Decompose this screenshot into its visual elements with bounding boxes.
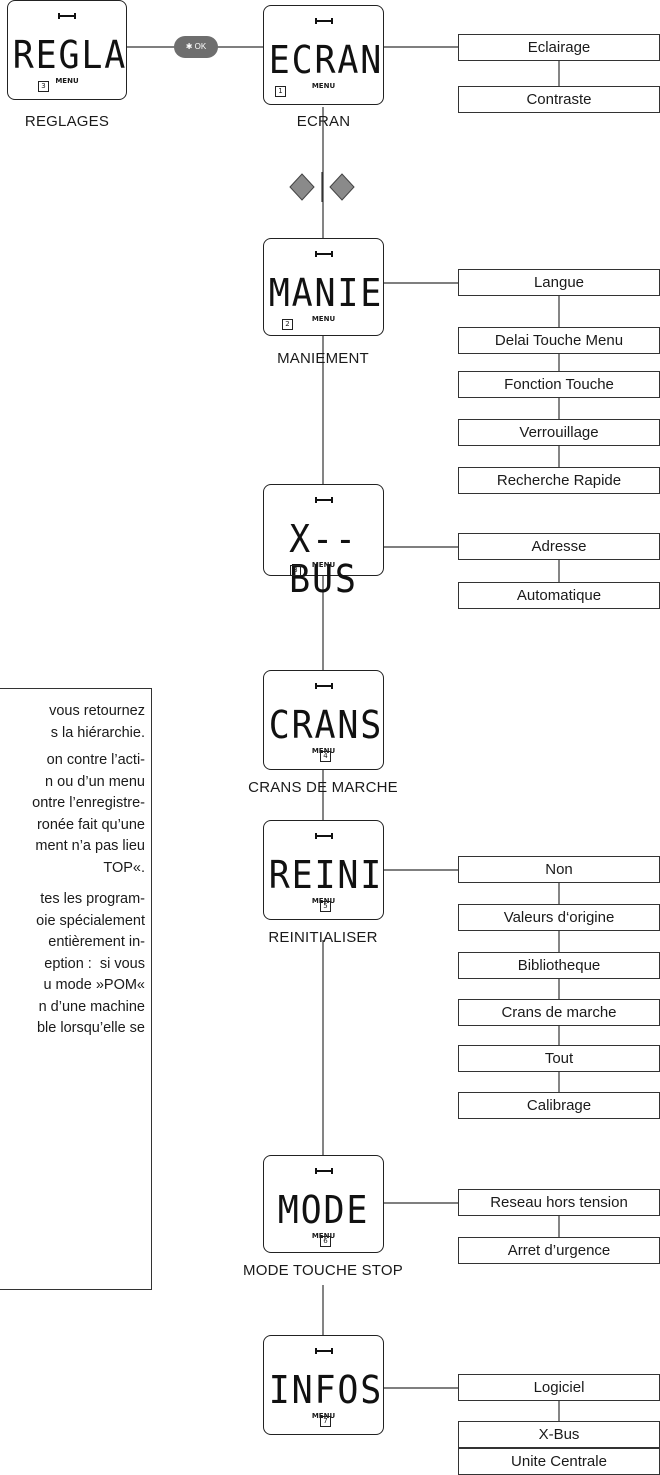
lcd-display-text: ECRAN [268,38,384,82]
lcd-screen-manie: MANIE MENU 2 [263,238,384,336]
option-eclairage[interactable]: Eclairage [458,34,660,61]
lcd-screen-crans: CRANS MENU 4 [263,670,384,770]
option-bibliotheque[interactable]: Bibliotheque [458,952,660,979]
note-paragraph-2: on contre l’acti- n ou d’un menu ontre l… [32,752,145,876]
lcd-menu-label: MENU [311,82,336,90]
wrench-icon [314,833,333,839]
lcd-menu-number: 6 [320,1236,331,1247]
lcd-menu-number: 2 [282,319,293,330]
wrench-icon [314,683,333,689]
lcd-display-text: REINI [268,853,384,897]
option-logiciel[interactable]: Logiciel [458,1374,660,1401]
caption-manie: MANIEMENT [277,350,369,367]
arrow-right-icon [329,173,355,201]
option-langue[interactable]: Langue [458,269,660,296]
option-unite-centrale[interactable]: Unite Centrale [458,1448,660,1475]
caption-mode: MODE TOUCHE STOP [243,1262,403,1279]
lcd-screen-infos: INFOS MENU 7 [263,1335,384,1435]
lcd-menu-number: 3 [38,81,49,92]
lcd-screen-xbus: X--BUS MENU 3 [263,484,384,599]
lcd-menu-number: 3 [290,565,301,576]
lcd-display-text: INFOS [268,1368,384,1412]
arrow-left-icon [289,173,315,201]
caption-ecran: ECRAN [296,113,351,130]
caption-crans: CRANS DE MARCHE [248,779,398,796]
lcd-screen-regla: REGLA MENU 3 [7,0,127,100]
option-delai-touche-menu[interactable]: Delai Touche Menu [458,327,660,354]
navigation-arrows [289,172,355,202]
caption-regla: REGLAGES [24,113,110,130]
option-tout[interactable]: Tout [458,1045,660,1072]
wrench-icon [314,251,333,257]
lcd-display-text: MANIE [268,271,384,315]
wrench-icon [314,1348,333,1354]
option-fonction-touche[interactable]: Fonction Touche [458,371,660,398]
option-reseau-hors-tension[interactable]: Reseau hors tension [458,1189,660,1216]
caption-reini: REINITIALISER [268,929,378,946]
lcd-menu-number: 1 [275,86,286,97]
note-paragraph-1: vous retournez s la hiérarchie. [49,703,145,741]
lcd-menu-number: 7 [320,1416,331,1427]
note-box: vous retournez s la hiérarchie. on contr… [0,688,152,1290]
ok-button[interactable]: ✱ OK [174,36,218,58]
lcd-screen-reini: REINI MENU 5 [263,820,384,920]
option-recherche-rapide[interactable]: Recherche Rapide [458,467,660,494]
wrench-icon [314,1168,333,1174]
option-verrouillage[interactable]: Verrouillage [458,419,660,446]
lcd-menu-label: MENU [311,561,336,569]
lcd-screen-ecran: ECRAN MENU 1 [263,5,384,105]
lcd-menu-label: MENU [55,77,79,85]
option-x-bus[interactable]: X-Bus [458,1421,660,1448]
wrench-icon [314,18,333,24]
lcd-display-text: X--BUS [289,517,358,601]
note-paragraph-3: tes les program- oie spécialement entièr… [36,891,145,1036]
lcd-display-text: CRANS [268,703,384,747]
option-automatique[interactable]: Automatique [458,582,660,609]
option-adresse[interactable]: Adresse [458,533,660,560]
option-calibrage[interactable]: Calibrage [458,1092,660,1119]
lcd-display-text: MODE [277,1188,370,1232]
ok-button-label: ✱ OK [185,42,207,51]
lcd-menu-label: MENU [311,315,336,323]
option-contraste[interactable]: Contraste [458,86,660,113]
wrench-icon [58,13,76,19]
option-valeurs-origine[interactable]: Valeurs d‘origine [458,904,660,931]
lcd-screen-mode: MODE MENU 6 [263,1155,384,1253]
lcd-display-text: REGLA [12,33,128,77]
option-non[interactable]: Non [458,856,660,883]
lcd-menu-number: 4 [320,751,331,762]
option-arret-urgence[interactable]: Arret d’urgence [458,1237,660,1264]
wrench-icon [314,497,333,503]
option-crans-de-marche[interactable]: Crans de marche [458,999,660,1026]
lcd-menu-number: 5 [320,901,331,912]
